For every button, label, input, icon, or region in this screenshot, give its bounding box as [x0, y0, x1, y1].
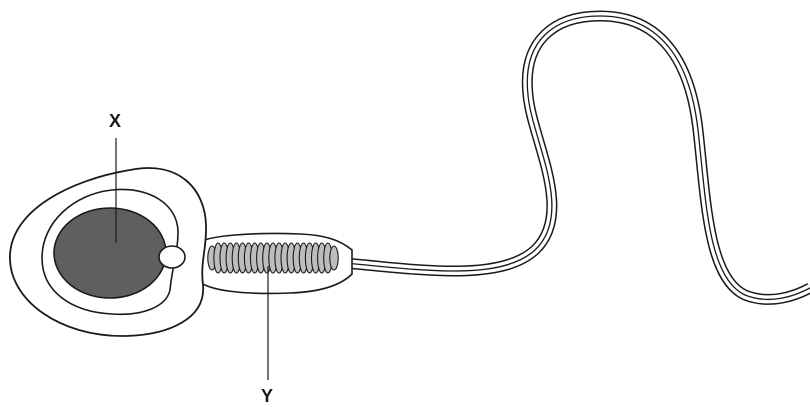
mitochondrial-coils: [208, 243, 338, 273]
tail: [335, 16, 810, 299]
label-x: X: [109, 111, 121, 131]
tail-inner-fill: [335, 16, 810, 299]
centriole: [159, 246, 185, 268]
label-y: Y: [261, 386, 273, 406]
mitochondrion-coil: [330, 246, 338, 270]
tail-center-line: [335, 16, 810, 299]
nucleus: [54, 208, 166, 298]
tail-outer-stroke: [335, 16, 810, 299]
